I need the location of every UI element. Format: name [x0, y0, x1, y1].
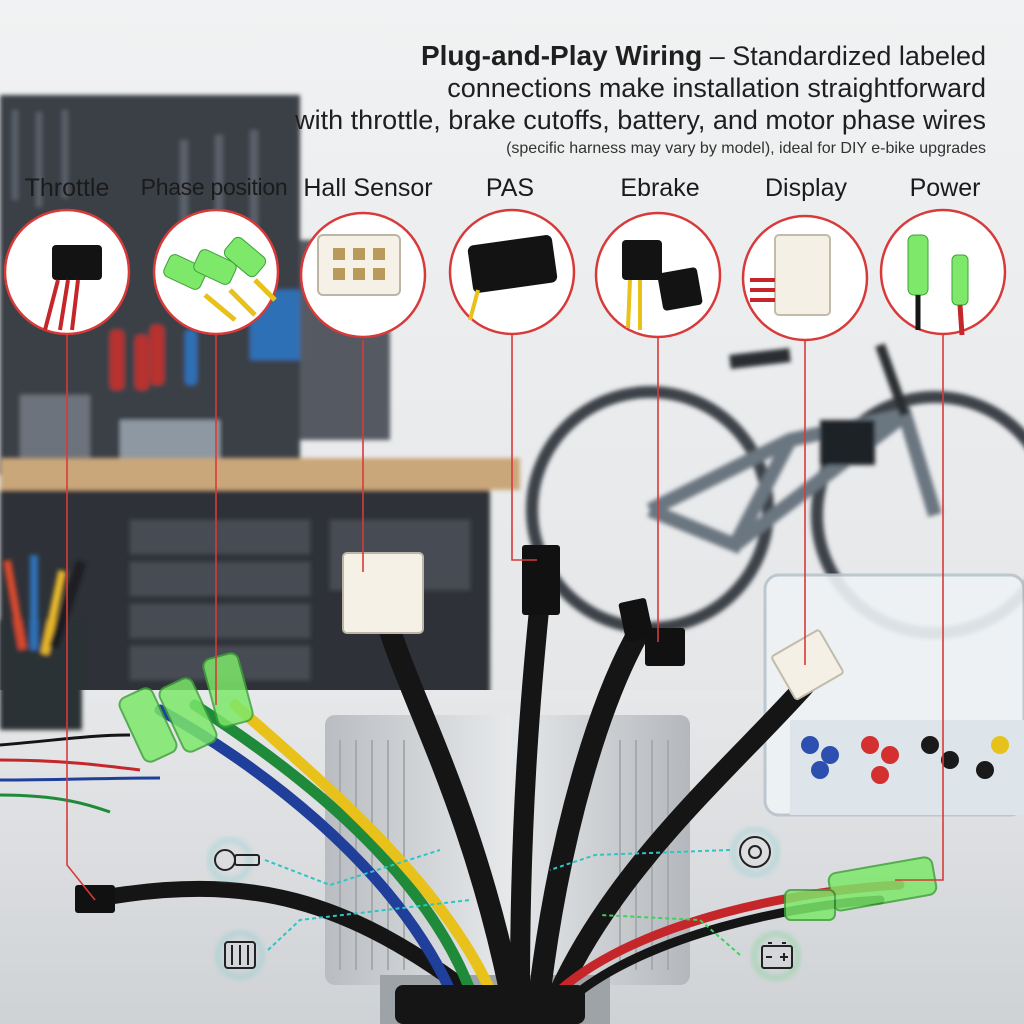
- wire-connectors: [75, 545, 938, 921]
- callout-phase-position: [152, 208, 280, 336]
- label-phase-position: Phase position: [140, 174, 288, 200]
- throttle-icon: [208, 838, 260, 882]
- label-display: Display: [765, 174, 847, 202]
- label-power: Power: [909, 174, 981, 202]
- label-hall-sensor: Hall Sensor: [303, 174, 433, 202]
- callout-ebrake: [594, 211, 722, 339]
- headline-line-2: connections make installation straightfo…: [447, 73, 986, 103]
- battery-icon: [752, 932, 800, 980]
- headline-line-3: with throttle, brake cutoffs, battery, a…: [295, 105, 986, 135]
- headline: Plug-and-Play Wiring – Standardized labe…: [226, 40, 986, 162]
- callout-lines: [66, 330, 944, 901]
- callout-pas: [448, 208, 576, 336]
- callout-hall-sensor: [299, 211, 427, 339]
- callout-display: [741, 214, 869, 342]
- label-pas: PAS: [485, 174, 535, 202]
- headline-line-1: Plug-and-Play Wiring – Standardized labe…: [226, 40, 986, 72]
- brake-disc-icon: [731, 828, 779, 876]
- callout-power: [879, 208, 1007, 336]
- loose-wires: [0, 733, 161, 814]
- headline-line-1-rest: Standardized labeled: [732, 41, 986, 71]
- motor-icon: [216, 931, 264, 979]
- pencil-cup: [0, 555, 87, 730]
- headline-title: Plug-and-Play Wiring: [420, 40, 703, 71]
- label-ebrake: Ebrake: [620, 174, 700, 202]
- label-throttle: Throttle: [24, 174, 110, 202]
- callout-throttle: [3, 208, 131, 336]
- parts-organizer-box: [763, 573, 1024, 817]
- glow-lines: [264, 849, 741, 956]
- headline-line-4: (specific harness may vary by model), id…: [506, 140, 986, 157]
- headline-dash: –: [702, 41, 733, 71]
